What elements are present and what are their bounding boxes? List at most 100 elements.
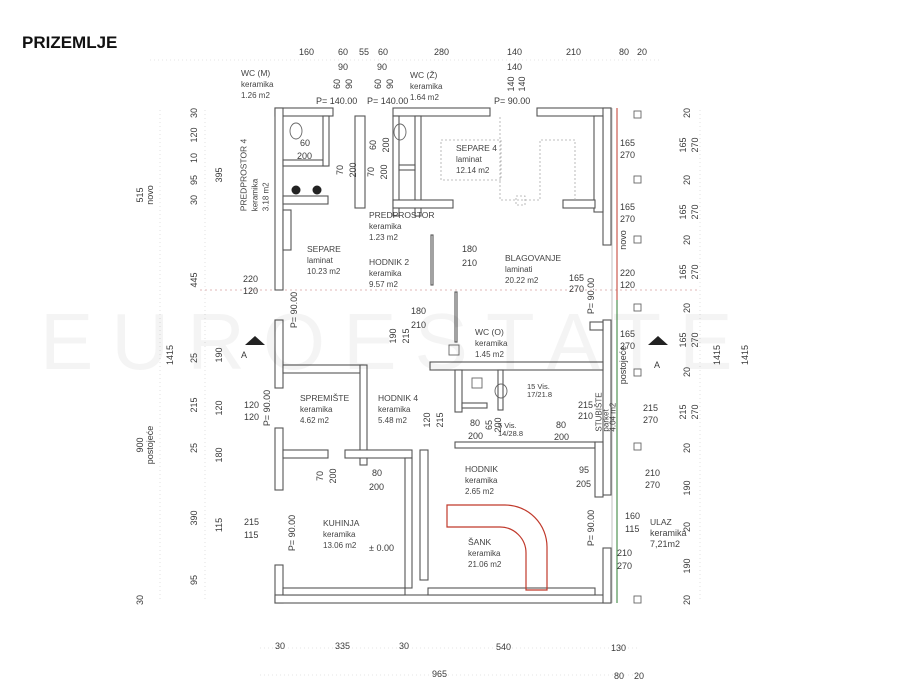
room-name: PREDPROSTOR 4 [238,138,249,212]
room-area: 10.23 m2 [307,267,341,276]
toilet-icon [494,383,508,399]
dimension-label: 270 [690,332,700,348]
room-floor: keramika [250,178,260,212]
dimension-label: 180 [462,244,478,254]
parapet-label: P= 90.00 [494,96,531,106]
dimension-label: 30 [275,641,286,651]
dimension-label: 200 [369,482,385,492]
dimension-label: 60 [338,47,349,57]
room-floor: keramika [241,80,274,89]
section-marker-label: A [241,350,248,360]
dimension-label: 120 [189,127,199,143]
dimension-label: 120 [422,412,432,428]
dimension-label: 210 [411,320,427,330]
room-floor: keramika [369,222,402,231]
sanitary-fixtures [289,122,508,399]
room-name: SPREMIŠTE [300,393,350,403]
dimension-label: 190 [388,328,398,344]
level-marker: ± 0.00 [369,543,394,553]
dimension-label: 180 [214,447,224,463]
dimension-label: 165 [678,137,688,153]
dimension-label: 30 [399,641,410,651]
dimension-label: 20 [682,174,692,186]
dimension-label: 140 [506,76,516,92]
dimension-label: 30 [189,107,199,119]
room-area: 1.45 m2 [475,350,504,359]
room-floor: keramika [465,476,498,485]
dimension-label: 20 [634,671,645,681]
stair-label: 5 Vis. [498,421,517,430]
note-label: postojeće [618,345,628,385]
toilet-icon [393,123,407,141]
dimension-label: 540 [496,642,512,652]
parapet-label: P= 140.00 [367,96,409,106]
columns [633,110,642,604]
room-area: 12.14 m2 [456,166,490,175]
room-area: 4.62 m2 [300,416,329,425]
dimension-label: 200 [493,417,503,433]
room-area: 4.04 m2 [608,402,618,432]
dimension-label: 20 [682,107,692,119]
dimension-label: 60 [378,47,389,57]
dimension-label: 215 [643,403,659,413]
dimension-label: 190 [682,558,692,574]
room-floor: keramika [369,269,402,278]
dimension-label: 80 [470,418,481,428]
dimension-label: 270 [620,341,636,351]
stair-label: 17/21.8 [527,390,553,399]
room-area: 21.06 m2 [468,560,502,569]
dimension-label: 20 [682,521,692,533]
dimension-label: 965 [432,669,448,679]
parapet-label: P= 90.00 [586,277,596,315]
room-floor: laminat [456,155,482,164]
separe-outline [440,117,576,206]
dimension-label: 200 [554,432,570,442]
dimension-label: 25 [189,442,199,454]
dimension-label: 25 [189,352,199,364]
dimension-label: 70 [366,166,376,178]
dimension-label: 215 [189,397,199,413]
room-area: 7,21m2 [650,539,681,549]
dimension-label: 20 [682,234,692,246]
dimension-label: 140 [507,62,523,72]
room-area: 5.48 m2 [378,416,407,425]
dimension-label: 220 [243,274,259,284]
room-floor: keramika [323,530,356,539]
dimension-label: 70 [335,164,345,176]
room-name: BLAGOVANJE [505,253,562,263]
stair-label: 14/28.8 [498,429,524,438]
bar-counter [446,504,548,591]
fixture-icon [291,185,301,195]
dimension-label: 20 [682,442,692,454]
dimension-label: 190 [682,480,692,496]
room-area: 3.18 m2 [261,182,271,212]
dimension-label: 55 [359,47,370,57]
room-area: 20.22 m2 [505,276,539,285]
toilet-icon [289,122,303,140]
dimension-label: 515 [135,187,145,203]
section-marker-label: A [654,360,661,370]
dimension-label: 95 [189,174,199,186]
dimension-label: 95 [189,574,199,586]
dimension-label: 1415 [740,344,750,366]
room-area: 1.26 m2 [241,91,270,100]
dimension-label: 30 [135,594,145,606]
dimension-label: 60 [368,139,378,151]
dimension-label: 395 [214,167,224,183]
dimension-label: 335 [335,641,351,651]
dimension-label: 165 [678,332,688,348]
dimension-label: 80 [372,468,383,478]
dimension-label: 270 [690,404,700,420]
parapet-label: P= 140.00 [316,96,358,106]
room-area: 13.06 m2 [323,541,357,550]
room-floor: keramika [475,339,508,348]
